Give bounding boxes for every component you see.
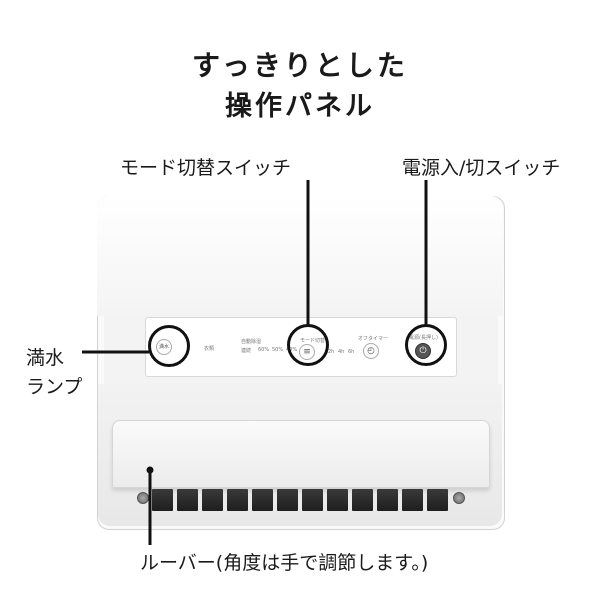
mode-switch-callout: モード切替スイッチ	[120, 157, 292, 179]
vent-slot	[327, 489, 348, 511]
timer-option-4h: 4h	[338, 349, 345, 355]
full-tank-callout-line2: ランプ	[26, 376, 83, 398]
humidity-header: 自動除湿	[241, 339, 262, 345]
full-tank-callout-line1: 満水	[26, 347, 65, 369]
humidity-option-60: 60%	[258, 347, 270, 353]
vent-slot	[377, 489, 398, 511]
humidity-option-50: 50%	[272, 347, 284, 353]
off-timer-button[interactable]: ◴	[363, 343, 379, 359]
drain-label: 衣類	[204, 346, 215, 352]
louver-callout: ルーバー(角度は手で調節します。)	[140, 552, 429, 574]
power-switch-highlight-ring	[405, 324, 447, 366]
vent-slot	[202, 489, 223, 511]
vent-slot	[277, 489, 298, 511]
vent-slot	[402, 489, 423, 511]
vent-slot	[302, 489, 323, 511]
mode-switch-highlight-ring	[287, 324, 329, 366]
louver-leader-dot	[146, 466, 154, 474]
vent-slot	[177, 489, 198, 511]
timer-option-2h: 2h	[328, 349, 335, 355]
continuous-label: 連続	[241, 348, 252, 354]
timer-icon: ◴	[367, 345, 375, 356]
louver[interactable]	[112, 420, 490, 488]
timer-option-6h: 6h	[348, 349, 355, 355]
full-tank-highlight-ring	[148, 325, 190, 367]
vent-slot	[227, 489, 248, 511]
power-switch-callout: 電源入/切スイッチ	[402, 157, 561, 179]
air-outlet-vent	[150, 489, 450, 511]
device-top-surface	[97, 196, 503, 316]
vent-slot	[427, 489, 448, 511]
headline-line2: 操作パネル	[225, 91, 375, 122]
vent-slot	[352, 489, 373, 511]
off-timer-label: オフタイマー	[358, 336, 389, 342]
headline-line1: すっきりとした	[192, 49, 408, 82]
right-screw	[453, 492, 465, 504]
vent-slot	[152, 489, 173, 511]
vent-slot	[252, 489, 273, 511]
